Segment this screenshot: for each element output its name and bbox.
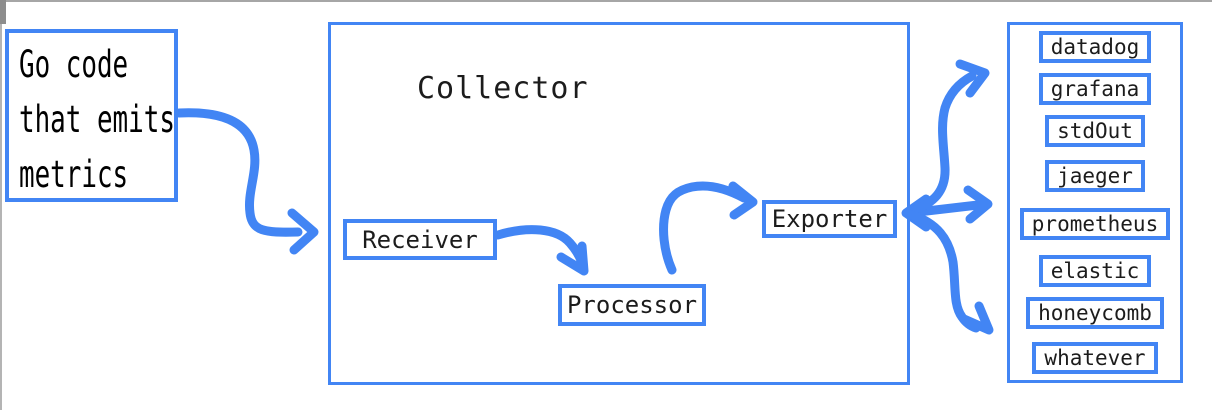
backend-box-stdout: stdOut bbox=[1045, 115, 1145, 148]
collector-title: Collector bbox=[417, 71, 589, 106]
backend-box-elastic: elastic bbox=[1038, 255, 1152, 288]
backend-box-grafana: grafana bbox=[1038, 73, 1152, 106]
backend-box-honeycomb: honeycomb bbox=[1026, 297, 1164, 330]
backends-box: datadog grafana stdOut jaeger prometheus… bbox=[1007, 22, 1183, 383]
source-box: Go code that emits metrics bbox=[5, 29, 178, 202]
exporter-box: Exporter bbox=[762, 200, 897, 238]
receiver-box: Receiver bbox=[343, 219, 497, 260]
receiver-label: Receiver bbox=[362, 225, 478, 254]
backend-box-whatever: whatever bbox=[1032, 342, 1158, 375]
window-edge-top bbox=[0, 0, 1212, 2]
window-edge-left bbox=[0, 0, 2, 410]
source-line: Go code bbox=[19, 43, 129, 86]
backend-box-prometheus: prometheus bbox=[1019, 208, 1171, 241]
source-line: metrics bbox=[19, 153, 129, 196]
exporter-label: Exporter bbox=[771, 205, 888, 233]
window-edge-corner bbox=[0, 0, 6, 24]
backend-box-datadog: datadog bbox=[1038, 31, 1152, 64]
arrow-source-to-collector bbox=[174, 108, 319, 255]
processor-label: Processor bbox=[566, 291, 698, 319]
processor-box: Processor bbox=[558, 284, 706, 326]
arrow-exporter-to-backends-top bbox=[907, 59, 990, 216]
backend-box-jaeger: jaeger bbox=[1045, 160, 1145, 193]
arrow-exporter-to-backends-middle bbox=[901, 185, 993, 232]
arrow-exporter-to-backends-bottom bbox=[907, 210, 994, 335]
source-line: that emits bbox=[19, 98, 175, 141]
source-text: Go code that emits metrics bbox=[19, 37, 191, 202]
